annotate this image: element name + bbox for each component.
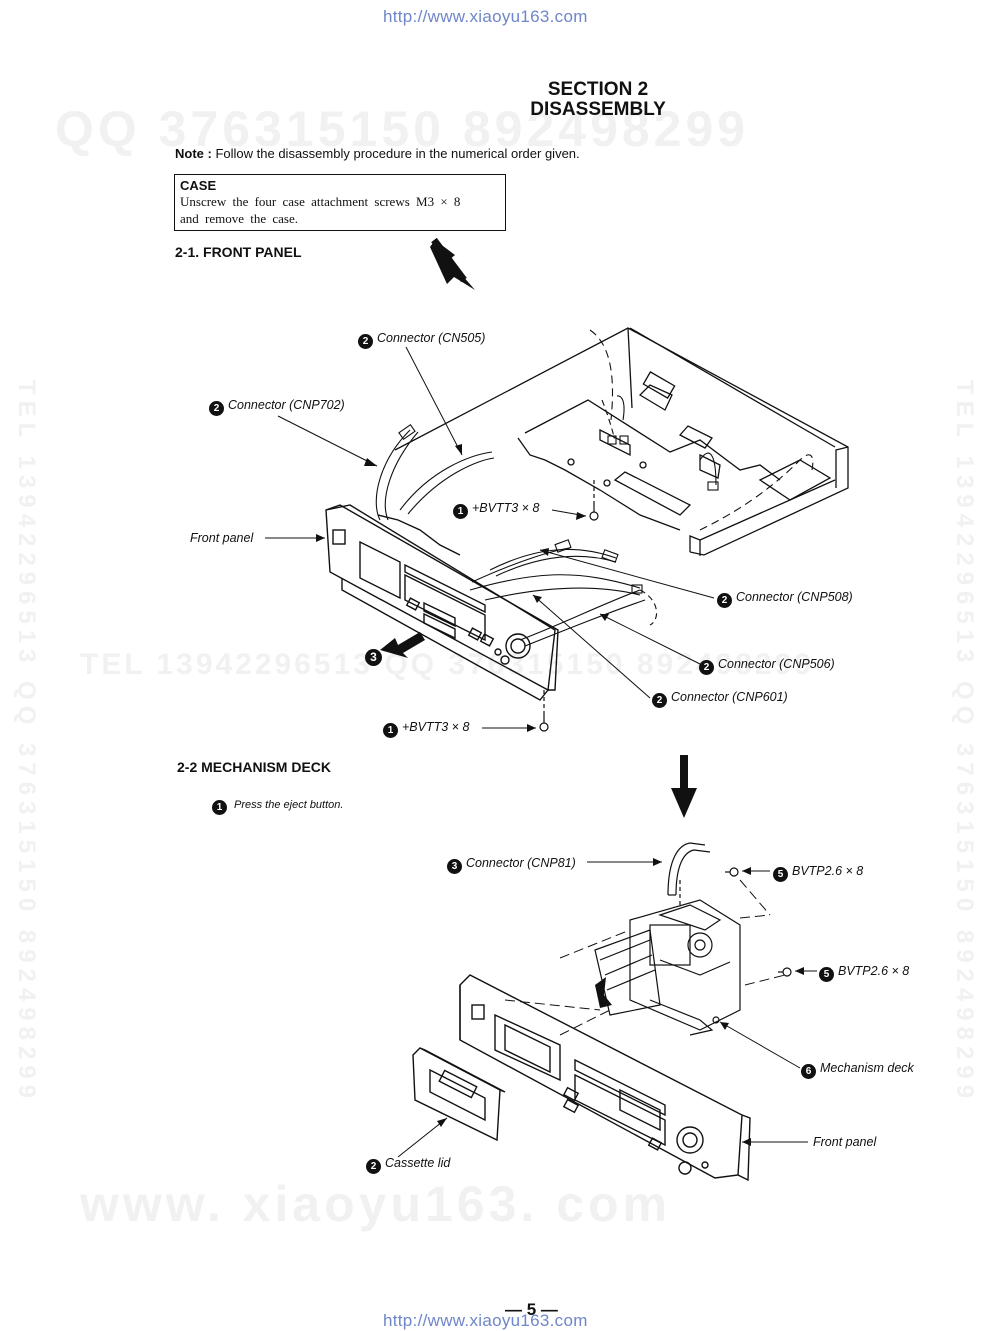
- label-cnp508: 2 Connector (CNP508): [717, 590, 853, 608]
- leader-lines-2: [397, 861, 817, 1158]
- step-number-badge: 2: [699, 660, 714, 675]
- section-number: SECTION 2: [547, 79, 649, 100]
- step-number-badge: 5: [819, 967, 834, 982]
- label-cassette-lid: 2 Cassette lid: [366, 1156, 450, 1174]
- step-number-badge: 5: [773, 867, 788, 882]
- cables: [375, 329, 814, 647]
- case-heading: CASE: [180, 178, 217, 193]
- note-line: Note : Follow the disassembly procedure …: [175, 146, 580, 161]
- label-text: BVTP2.6 × 8: [792, 864, 864, 878]
- section-title: SECTION 2 DISASSEMBLY: [478, 80, 718, 120]
- step-number-badge: 1: [383, 723, 398, 738]
- label-text: Front panel: [190, 531, 254, 545]
- label-bvtp-mid: 5 BVTP2.6 × 8: [819, 964, 909, 982]
- label-text: BVTP2.6 × 8: [838, 964, 910, 978]
- label-mechanism-deck: 6 Mechanism deck: [801, 1061, 914, 1079]
- leader-arrowheads: [316, 444, 609, 732]
- label-text: +BVTT3 × 8: [402, 720, 470, 734]
- step-number-badge: 1: [212, 800, 227, 815]
- insert-arrow: [595, 977, 612, 1008]
- screw-bottom: [539, 690, 549, 732]
- front-panel-part-2: [459, 974, 751, 1182]
- watermark-site: www. xiaoyu163. com: [80, 1176, 672, 1232]
- step-number-badge: 2: [209, 401, 224, 416]
- front-panel-heading: 2-1. FRONT PANEL: [175, 244, 302, 260]
- label-screw-bottom: 1 +BVTT3 × 8: [383, 720, 469, 738]
- label-cnp506: 2 Connector (CNP506): [699, 657, 835, 675]
- label-text: Front panel: [813, 1135, 877, 1149]
- watermark-side-left: TEL 13942296513 QQ 376315150 892498299: [13, 380, 40, 1104]
- note-label: Note :: [175, 146, 212, 161]
- label-text: Connector (CNP702): [228, 398, 345, 412]
- label-front-panel: Front panel: [190, 531, 253, 545]
- step-number-badge: 2: [358, 334, 373, 349]
- chassis: [394, 327, 849, 556]
- cassette-lid-part: [412, 1047, 506, 1142]
- watermark-qq: QQ 376315150 892498299: [55, 101, 750, 157]
- label-cnp601: 2 Connector (CNP601): [652, 690, 788, 708]
- label-text: Connector (CNP81): [466, 856, 576, 870]
- leader-arrowheads-2: [437, 858, 804, 1146]
- label-cn505: 2 Connector (CN505): [358, 331, 485, 349]
- label-bvtp-top: 5 BVTP2.6 × 8: [773, 864, 863, 882]
- label-front-panel-2: Front panel: [813, 1135, 876, 1149]
- step1-instruction: 1 Press the eject button.: [212, 799, 343, 815]
- step-number-badge: 1: [453, 504, 468, 519]
- step-number-badge: 3: [365, 649, 382, 666]
- label-text: Cassette lid: [385, 1156, 451, 1170]
- label-text: Connector (CNP508): [736, 590, 853, 604]
- alignment-lines: [504, 879, 786, 1036]
- label-text: Connector (CNP506): [718, 657, 835, 671]
- cnp81-ribbon: [667, 842, 711, 896]
- step-arrow-down: [430, 237, 475, 290]
- page-number: — 5 —: [505, 1300, 558, 1319]
- note-text: Follow the disassembly procedure in the …: [215, 146, 580, 161]
- watermark-side-right: TEL 13942296513 QQ 376315150 892498299: [951, 380, 978, 1104]
- footer-url-link[interactable]: http://www.xiaoyu163.com: [383, 1311, 588, 1330]
- step-number-badge: 2: [652, 693, 667, 708]
- screw-bvtp-mid: [778, 967, 792, 977]
- watermark-tel: TEL 13942296513 QQ 376315150 892498299: [80, 648, 814, 681]
- screw-top: [589, 480, 599, 521]
- label-text: Press the eject button.: [234, 799, 344, 811]
- removal-arrow: [380, 632, 425, 658]
- label-cnp702: 2 Connector (CNP702): [209, 398, 345, 416]
- step-number-badge: 2: [717, 593, 732, 608]
- label-screw-top: 1 +BVTT3 × 8: [453, 501, 539, 519]
- mechanism-deck-part: [594, 880, 741, 1036]
- step-number-badge: 6: [801, 1064, 816, 1079]
- label-cnp81: 3 Connector (CNP81): [447, 856, 576, 874]
- section-name: DISASSEMBLY: [530, 99, 666, 120]
- label-text: +BVTT3 × 8: [472, 501, 540, 515]
- step-number-badge: 3: [447, 859, 462, 874]
- label-step3: 3: [365, 648, 386, 666]
- mechanism-deck-heading: 2-2 MECHANISM DECK: [177, 759, 332, 775]
- step-number-badge: 2: [366, 1159, 381, 1174]
- case-line-2: and remove the case.: [180, 211, 299, 226]
- label-text: Mechanism deck: [820, 1061, 914, 1075]
- label-text: Connector (CNP601): [671, 690, 788, 704]
- header-url-link[interactable]: http://www.xiaoyu163.com: [383, 7, 588, 26]
- case-box: CASE Unscrew the four case attachment sc…: [174, 174, 506, 231]
- case-line-1: Unscrew the four case attachment screws …: [180, 194, 461, 209]
- step-arrow-down-2: [671, 755, 697, 818]
- front-panel-part: [325, 504, 559, 701]
- label-text: Connector (CN505): [377, 331, 486, 345]
- screw-bvtp-top: [725, 867, 739, 877]
